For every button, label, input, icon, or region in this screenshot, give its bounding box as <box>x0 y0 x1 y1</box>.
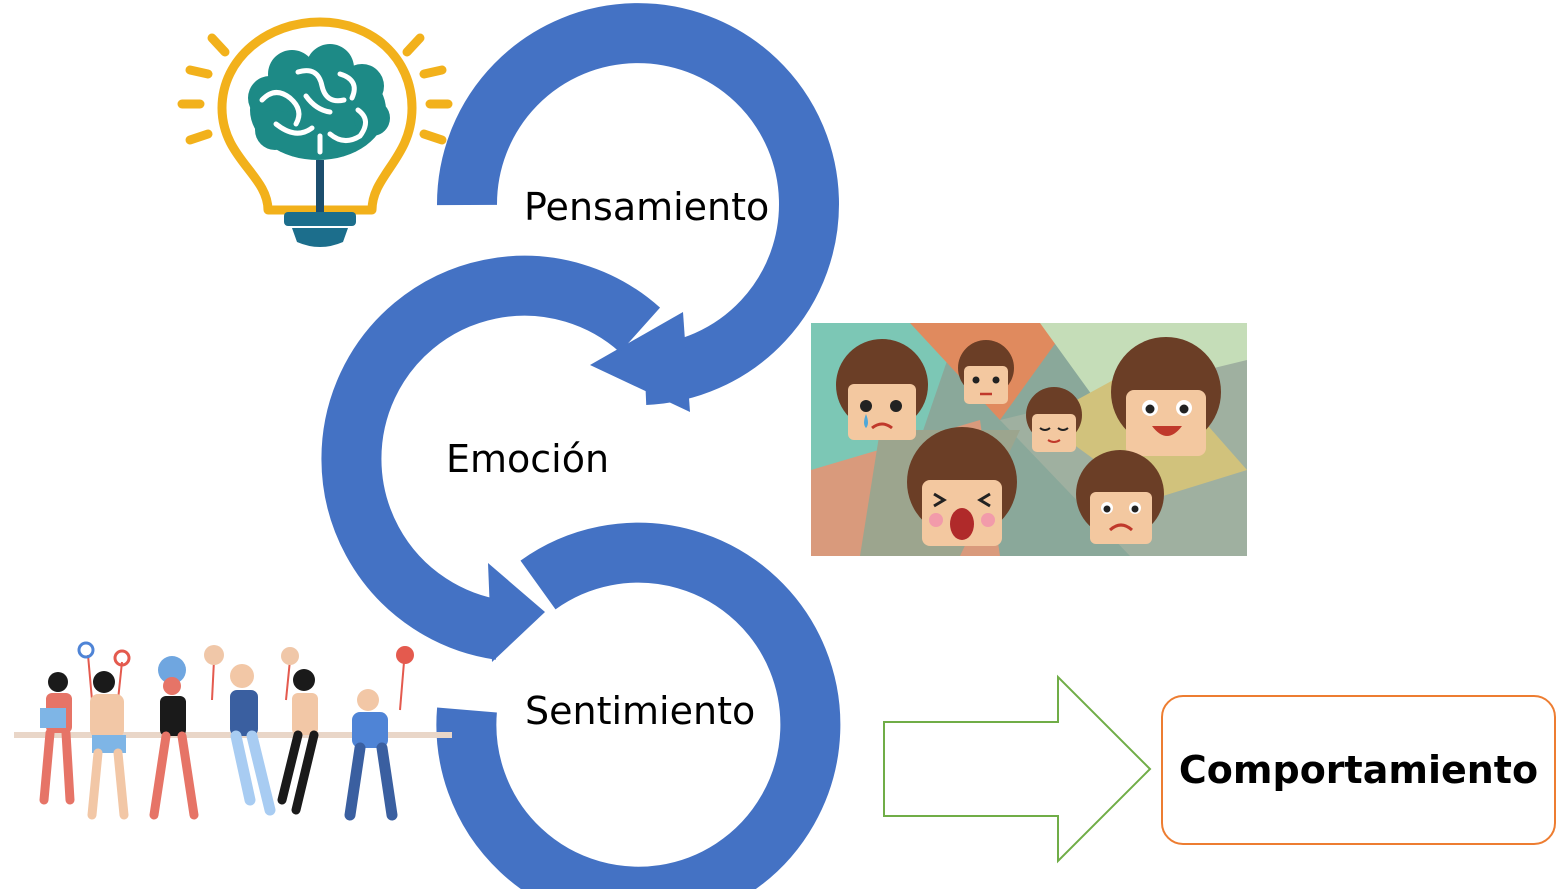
cycle-arrow-sentimiento <box>436 522 841 889</box>
cycle-label-pensamiento: Pensamiento <box>524 185 770 229</box>
cycle-label-emocion: Emoción <box>446 437 610 481</box>
lightbulb-brain-icon <box>177 17 453 247</box>
right-arrow-connector <box>883 674 1152 864</box>
emotional-faces-illustration <box>811 323 1247 556</box>
result-label-comportamiento: Comportamiento <box>1178 748 1539 792</box>
cycle-arrow-pensamiento <box>436 3 839 412</box>
people-with-emoji-signs-illustration <box>14 641 452 821</box>
result-box: Comportamiento <box>1161 695 1556 845</box>
cycle-arrow-emocion <box>321 255 660 662</box>
cycle-label-sentimiento: Sentimiento <box>525 689 756 733</box>
